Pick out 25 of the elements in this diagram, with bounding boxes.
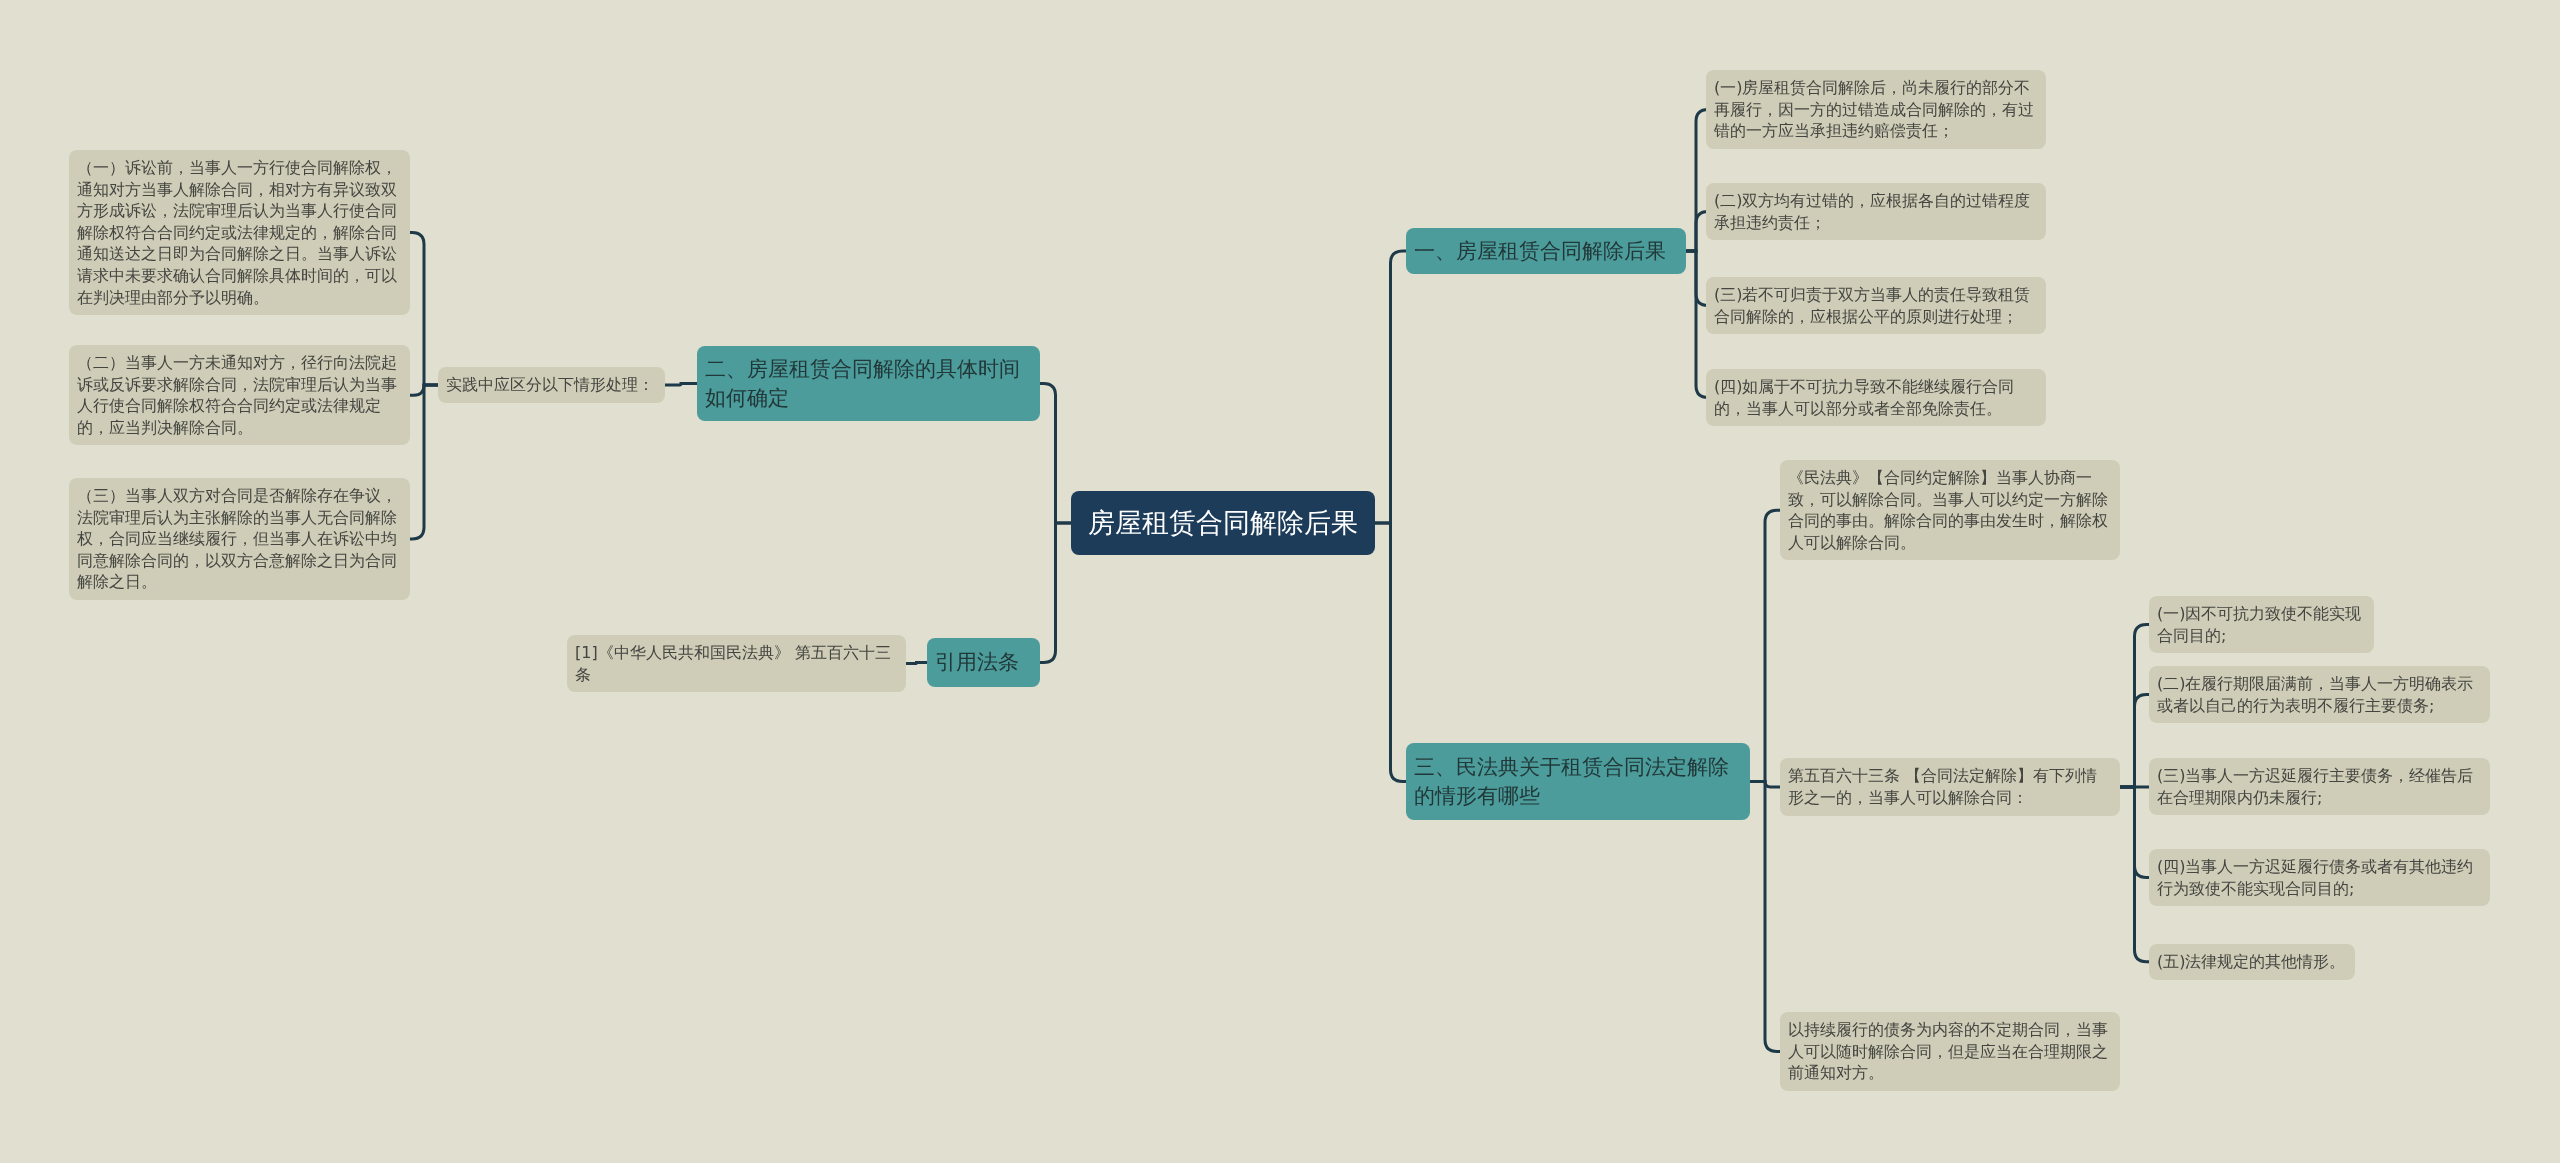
connector-line (906, 661, 927, 666)
subtopic-box: (一)房屋租赁合同解除后，尚未履行的部分不再履行，因一方的过错造成合同解除的，有过错的一方应当承担违约赔偿责任； (1706, 70, 2046, 149)
subtopic-box: 以持续履行的债务为内容的不定期合同，当事人可以随时解除合同，但是应当在合理期限之前通知对方。 (1780, 1012, 2120, 1091)
subtopic-box: (三)若不可归责于双方当事人的责任导致租赁合同解除的，应根据公平的原则进行处理； (1706, 277, 2046, 335)
topic-box: 三、民法典关于租赁合同法定解除的情形有哪些 (1406, 743, 1750, 820)
subtopic-box: (四)当事人一方迟延履行债务或者有其他违约行为致使不能实现合同目的; (2149, 849, 2490, 907)
subtopic-box: (四)如属于不可抗力导致不能继续履行合同的，当事人可以部分或者全部免除责任。 (1706, 369, 2046, 427)
topic-box: 一、房屋租赁合同解除后果 (1406, 228, 1686, 274)
subtopic-box: （一）诉讼前，当事人一方行使合同解除权，通知对方当事人解除合同，相对方有异议致双方形成诉讼，法院审理后认为当事人行使合同解除权符合合同约定或法律规定的，解除合同通知送达之日即为合同解除之日。当事人诉讼请求中未要求确认合同解除具体时间的，可以在判决理由部分予以明确。 (69, 150, 410, 316)
subtopic-box: (五)法律规定的其他情形。 (2149, 944, 2355, 980)
subtopic-box: 《民法典》【合同约定解除】当事人协商一致，可以解除合同。当事人可以约定一方解除合同的事由。解除合同的事由发生时，解除权人可以解除合同。 (1780, 460, 2120, 561)
connector-line (665, 382, 697, 387)
connector-line (2120, 785, 2149, 964)
subtopic-box: (二)在履行期限届满前，当事人一方明确表示或者以自己的行为表明不履行主要债务; (2149, 666, 2490, 724)
subtopic-box: （二）当事人一方未通知对方，径行向法院起诉或反诉要求解除合同，法院审理后认为当事人行使合同解除权符合合同约定或法律规定的，应当判决解除合同。 (69, 345, 410, 446)
subtopic-box: (三)当事人一方迟延履行主要债务，经催告后在合理期限内仍未履行; (2149, 758, 2490, 816)
subtopic-box: （三）当事人双方对合同是否解除存在争议，法院审理后认为主张解除的当事人无合同解除权，合同应当继续履行，但当事人在诉讼中均同意解除合同的，以双方合意解除之日为合同解除之日。 (69, 478, 410, 600)
subtopic-box: (二)双方均有过错的，应根据各自的过错程度承担违约责任； (1706, 183, 2046, 241)
subtopic-box: (一)因不可抗力致使不能实现合同目的; (2149, 596, 2374, 654)
topic-box: 二、房屋租赁合同解除的具体时间如何确定 (697, 346, 1040, 421)
subtopic-box: 实践中应区分以下情形处理： (438, 367, 665, 403)
subtopic-box: [1]《中华人民共和国民法典》 第五百六十三条 (567, 635, 906, 693)
topic-box: 引用法条 (927, 638, 1040, 687)
central-topic-box: 房屋租赁合同解除后果 (1071, 491, 1375, 555)
subtopic-box: 第五百六十三条 【合同法定解除】有下列情形之一的，当事人可以解除合同： (1780, 758, 2120, 816)
